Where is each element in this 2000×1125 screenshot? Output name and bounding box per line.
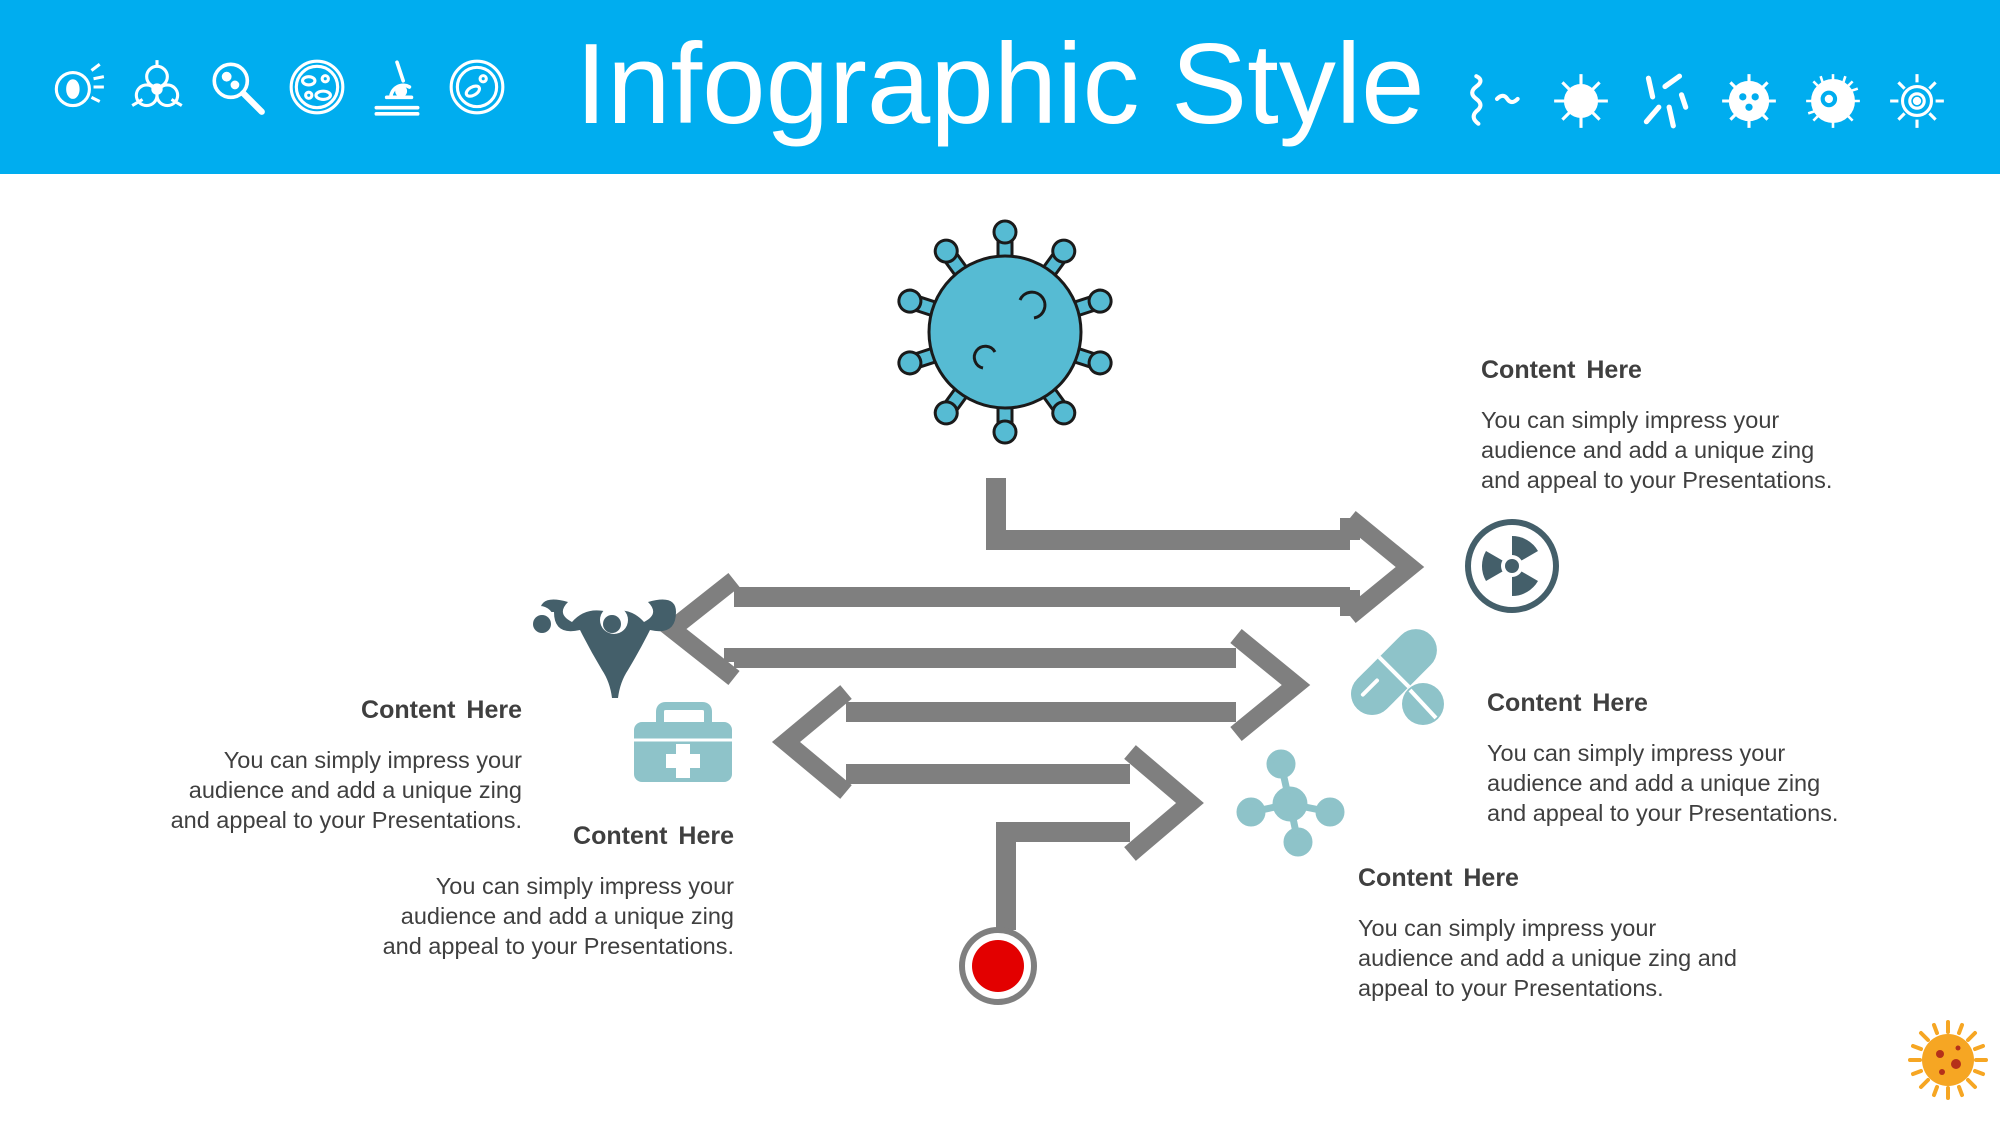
magnifier-germ-icon	[206, 56, 268, 118]
body-line: audience and add a unique zing	[1481, 437, 1815, 463]
body-line: and appeal to your Presentations.	[1481, 467, 1833, 493]
content-block-bottom-right: Content Here You can simply impress your…	[1358, 864, 1798, 1003]
content-block-top-right: Content Here You can simply impress your…	[1481, 356, 1901, 495]
radiation-icon	[1465, 519, 1559, 613]
body-line: appeal to your Presentations.	[1358, 975, 1664, 1001]
content-block-bottom-left: Content Here You can simply impress your…	[334, 822, 734, 961]
body-line: and appeal to your Presentations.	[170, 807, 522, 833]
content-body: You can simply impress your audience and…	[1487, 738, 1907, 828]
content-body: You can simply impress your audience and…	[1358, 913, 1798, 1003]
content-heading: Content Here	[361, 696, 522, 724]
page-title: Infographic Style	[575, 21, 1425, 148]
content-block-mid-right: Content Here You can simply impress your…	[1487, 689, 1907, 828]
virus-icon	[1550, 70, 1612, 132]
body-line: and appeal to your Presentations.	[382, 933, 734, 959]
bacilli-icon	[1634, 70, 1696, 132]
body-line: audience and add a unique zing	[400, 903, 734, 929]
molecule-icon	[1236, 749, 1345, 857]
body-line: You can simply impress your	[435, 873, 734, 899]
spotted-cell-icon	[1718, 70, 1780, 132]
worm-bacteria-icon	[1466, 70, 1528, 132]
body-line: You can simply impress your	[1481, 407, 1780, 433]
header-bar: Infographic Style	[0, 0, 2000, 174]
pills-icon	[1351, 629, 1444, 725]
body-line: audience and add a unique zing and	[1358, 945, 1737, 971]
petri-dish-icon	[286, 56, 348, 118]
content-heading: Content Here	[573, 822, 734, 850]
biohazard-icon	[126, 56, 188, 118]
uterus-icon	[526, 599, 676, 698]
bacteria-spray-icon	[46, 56, 108, 118]
content-heading: Content Here	[1358, 864, 1519, 892]
content-body: You can simply impress your audience and…	[122, 745, 522, 835]
cell-icon	[446, 56, 508, 118]
virus-icon	[894, 219, 1116, 445]
start-node-icon	[959, 927, 1037, 1005]
first-aid-kit-icon	[634, 702, 732, 782]
arrow-path	[657, 478, 1425, 930]
body-line: You can simply impress your	[1487, 740, 1786, 766]
sun-virus-icon	[1886, 70, 1948, 132]
body-line: You can simply impress your	[223, 747, 522, 773]
body-line: and appeal to your Presentations.	[1487, 800, 1839, 826]
body-line: audience and add a unique zing	[188, 777, 522, 803]
body-line: audience and add a unique zing	[1487, 770, 1821, 796]
orange-virus-icon	[1908, 1020, 1988, 1100]
content-heading: Content Here	[1487, 689, 1648, 717]
content-body: You can simply impress your audience and…	[334, 871, 734, 961]
body-line: You can simply impress your	[1358, 915, 1657, 941]
content-heading: Content Here	[1481, 356, 1642, 384]
microscope-icon	[366, 56, 428, 118]
spiky-cell-icon	[1802, 70, 1864, 132]
content-block-mid-left: Content Here You can simply impress your…	[122, 696, 522, 835]
content-body: You can simply impress your audience and…	[1481, 405, 1901, 495]
